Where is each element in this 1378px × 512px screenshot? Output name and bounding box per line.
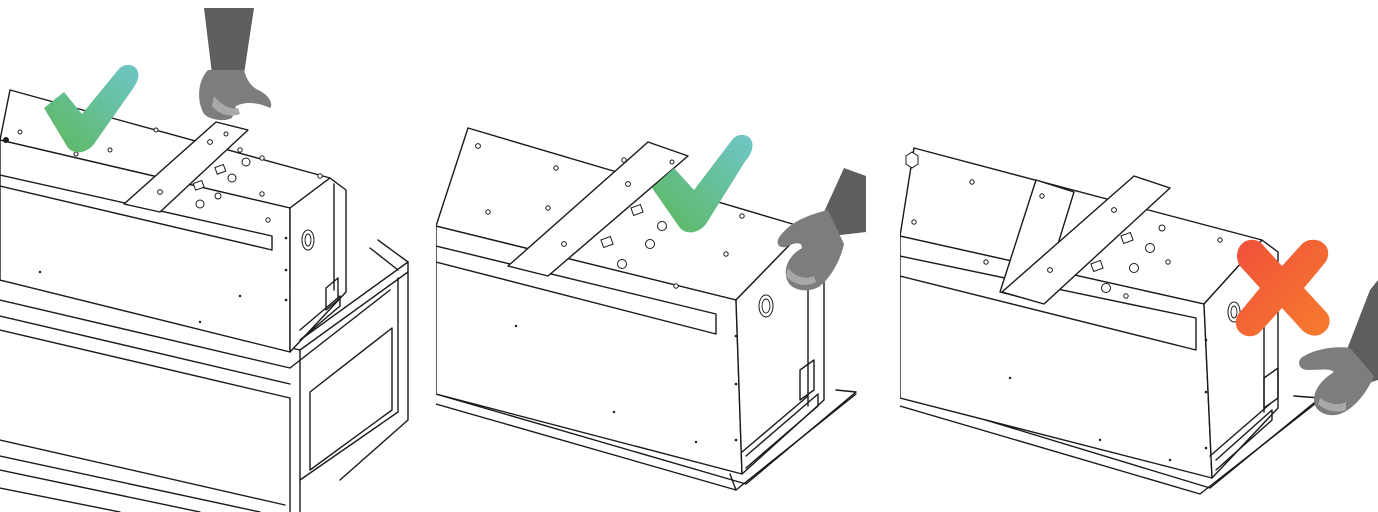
checkmark-icon (44, 64, 139, 153)
unit-housing (900, 147, 1279, 479)
support-frame (0, 239, 409, 512)
floor-opening (436, 389, 857, 491)
hand (777, 168, 866, 291)
hand (199, 8, 272, 121)
floor-opening (900, 393, 1321, 495)
hand (1299, 280, 1378, 416)
mounting-plate (999, 175, 1171, 305)
panel-incorrect-placement (900, 0, 1378, 512)
panel-correct-top-placement (0, 0, 430, 512)
panel-correct-side-placement (436, 0, 866, 512)
cross-icon (1235, 239, 1330, 337)
fasteners (905, 151, 1223, 462)
fasteners (3, 127, 323, 324)
checkmark-icon (652, 134, 753, 233)
mounting-plate (123, 121, 249, 213)
mounting-plate (507, 141, 689, 277)
